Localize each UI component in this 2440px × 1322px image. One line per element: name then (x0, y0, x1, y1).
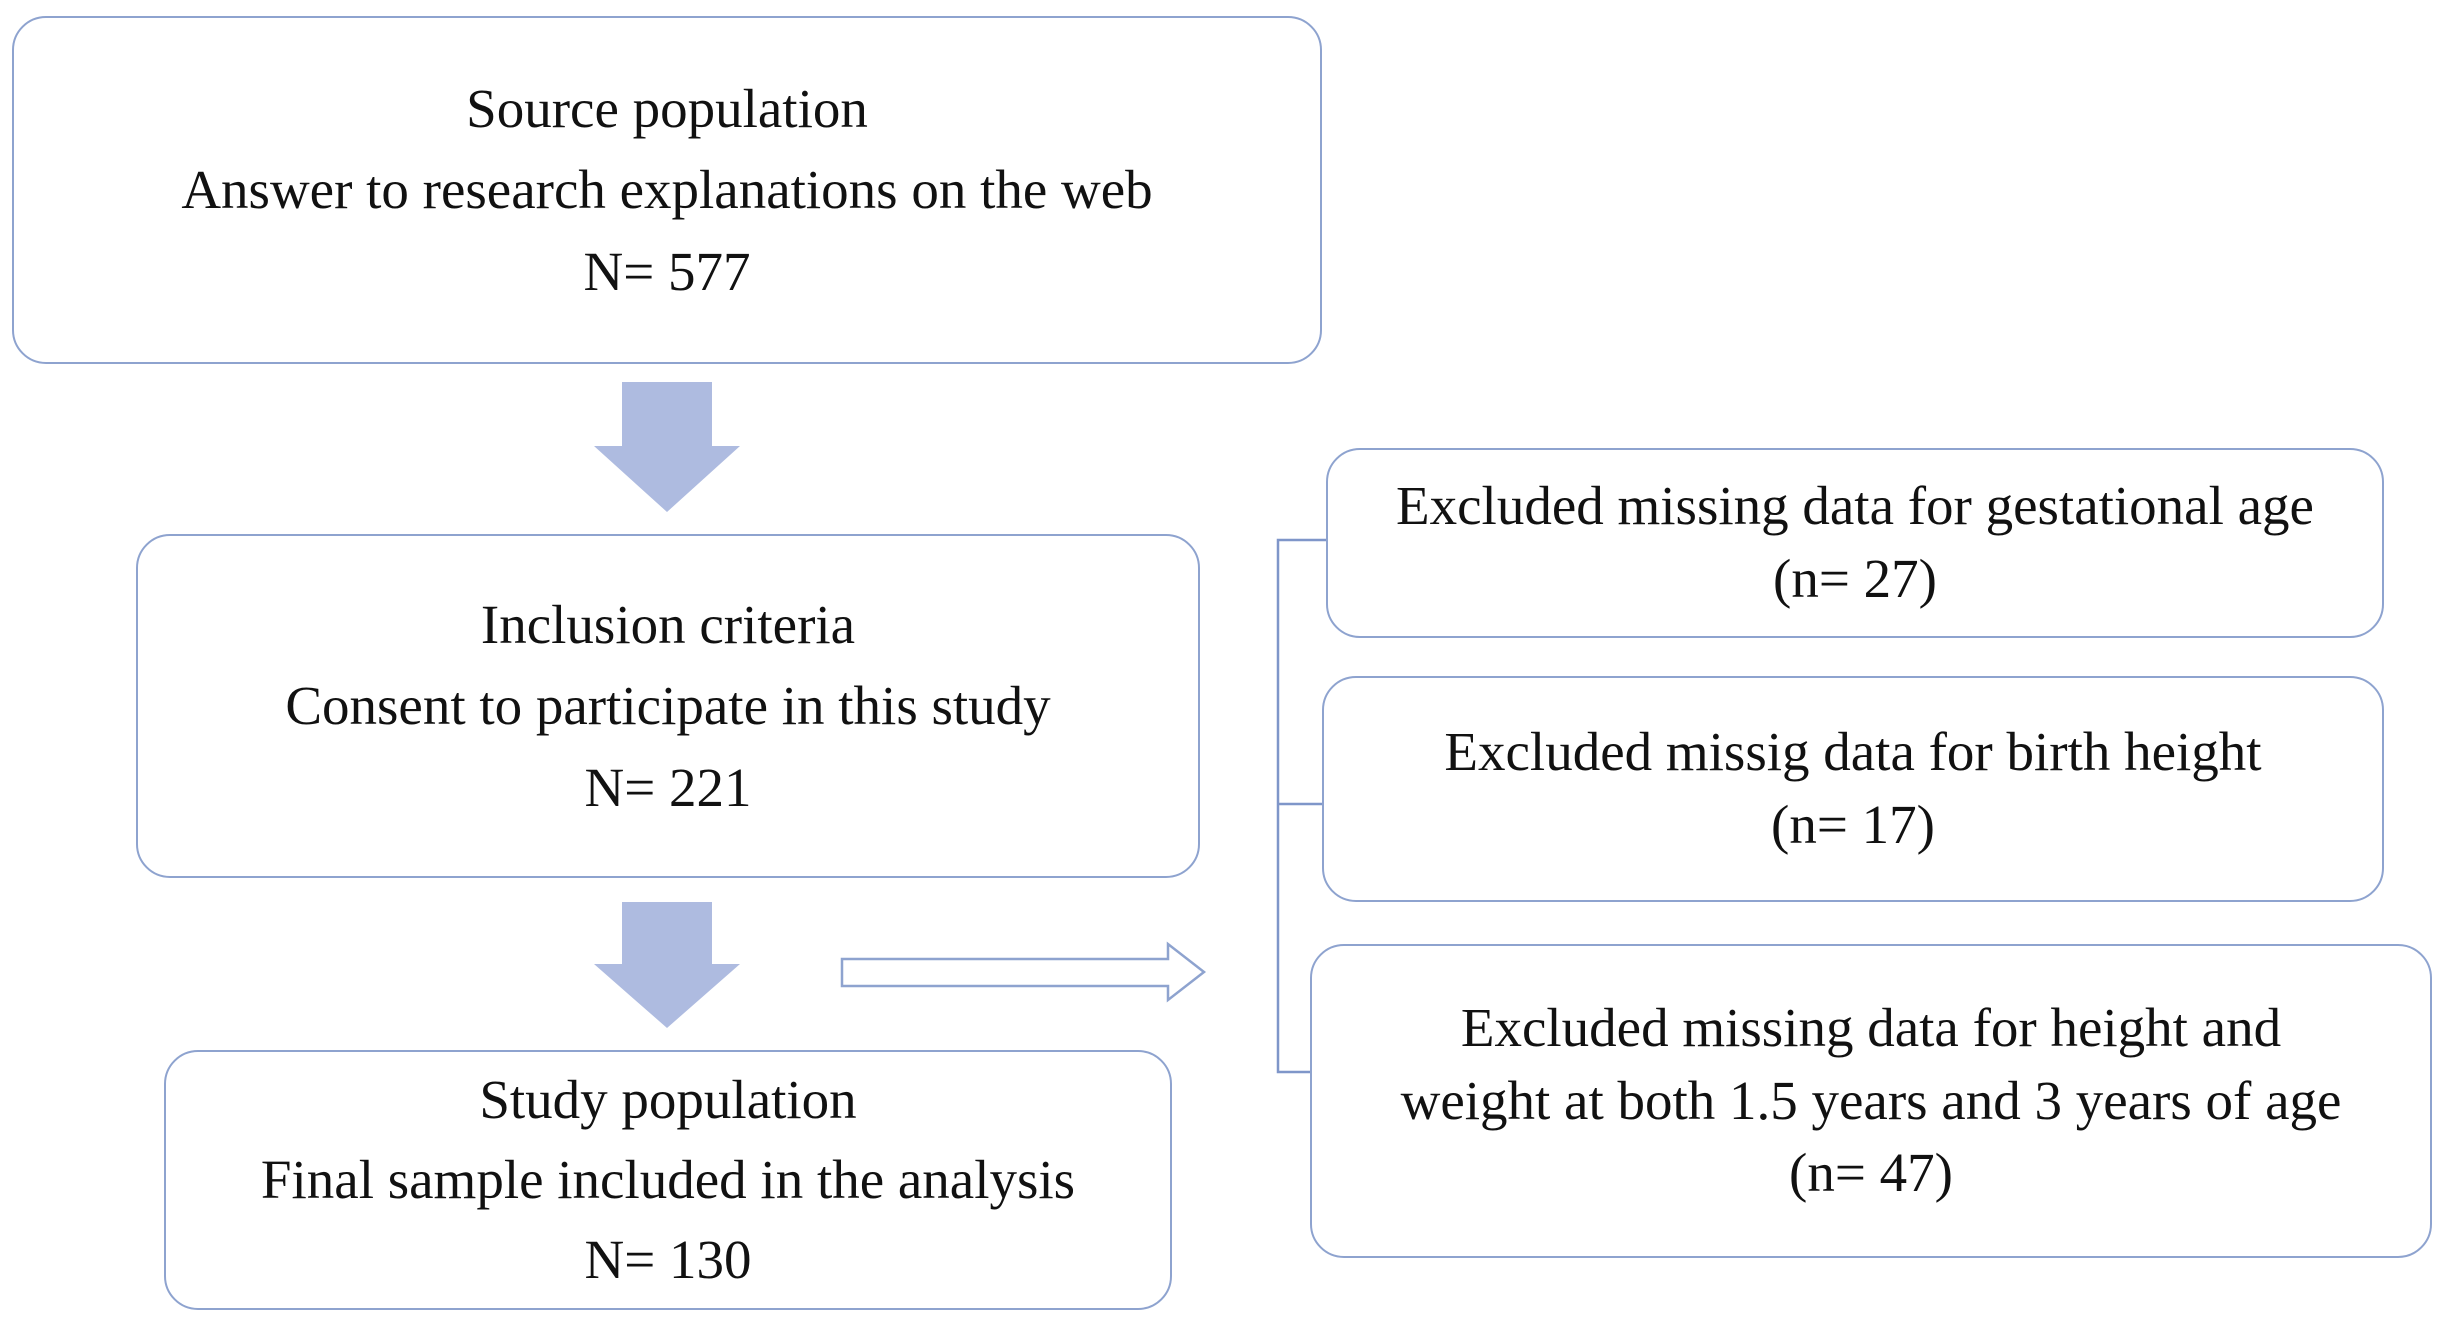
source-count: N= 577 (583, 240, 751, 302)
inclusion-description: Consent to participate in this study (285, 675, 1051, 737)
inclusion-title: Inclusion criteria (480, 593, 856, 655)
exclusion-label: Excluded missing data for gestational ag… (1396, 475, 2314, 537)
study-title: Study population (479, 1069, 857, 1131)
exclusion-count: (n= 27) (1773, 548, 1937, 609)
inclusion-count: N= 221 (584, 756, 752, 818)
source-population-box: Source population Answer to research exp… (12, 16, 1322, 364)
study-description: Final sample included in the analysis (260, 1149, 1076, 1211)
exclusion-label-line-2: weight at both 1.5 years and 3 years of … (1400, 1069, 2342, 1131)
exclusion-box-birth-height: Excluded missig data for birth height (n… (1322, 676, 2384, 902)
exclusion-box-gestational-age: Excluded missing data for gestational ag… (1326, 448, 2384, 638)
exclusion-label-line-1: Excluded missing data for height and (1460, 997, 2282, 1059)
exclusion-count: (n= 17) (1771, 794, 1935, 855)
source-description: Answer to research explanations on the w… (181, 159, 1153, 221)
right-arrow-icon (840, 941, 1207, 1003)
down-arrow-icon (594, 382, 740, 512)
study-count: N= 130 (584, 1228, 752, 1290)
exclusion-box-height-weight: Excluded missing data for height and wei… (1310, 944, 2432, 1258)
inclusion-criteria-box: Inclusion criteria Consent to participat… (136, 534, 1200, 878)
study-population-box: Study population Final sample included i… (164, 1050, 1172, 1310)
source-title: Source population (466, 77, 868, 139)
exclusion-count: (n= 47) (1789, 1142, 1953, 1204)
down-arrow-icon (594, 902, 740, 1028)
exclusion-label: Excluded missig data for birth height (1444, 721, 2262, 783)
